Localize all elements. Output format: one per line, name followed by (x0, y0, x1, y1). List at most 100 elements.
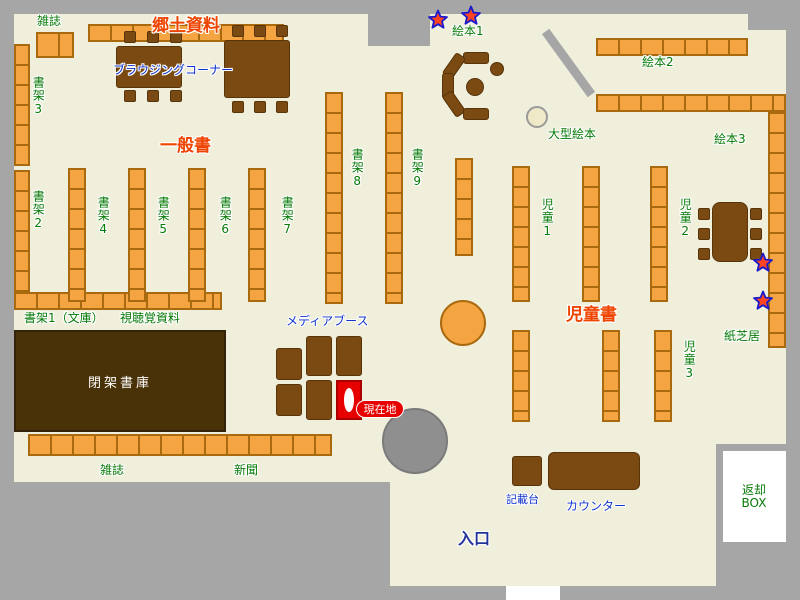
shelf-magazines-newspaper (28, 434, 332, 456)
shelf-picture-books-3 (596, 94, 786, 112)
return-box-wall-left (716, 450, 723, 542)
shelf-children-mid (582, 166, 600, 302)
browsing-corner-label: ブラウジングコーナー (113, 63, 234, 77)
storyteller-stool (466, 78, 484, 96)
chair (698, 248, 710, 260)
shelf-4 (68, 168, 86, 302)
return-box-room (722, 450, 786, 542)
return-box-wall-top (716, 444, 786, 451)
shelf-picture-books-2 (596, 38, 748, 56)
chair (276, 101, 288, 113)
shelf-children-2 (650, 166, 668, 302)
chair (698, 208, 710, 220)
chair (147, 90, 159, 102)
children-table (712, 202, 748, 262)
counter-label: カウンター (566, 499, 627, 513)
shelf6-label: 書架6 (218, 196, 233, 237)
picture-books3-label: 絵本3 (714, 132, 746, 146)
chair (254, 25, 266, 37)
stool (490, 62, 504, 76)
shelf-6 (188, 168, 206, 302)
media-booth-cell (336, 336, 362, 376)
shelf5-label: 書架5 (156, 196, 171, 237)
star-marker (752, 252, 774, 274)
children2-label: 児童2 (678, 198, 693, 239)
shelf-children-low-2 (602, 330, 620, 422)
star-marker (752, 290, 774, 312)
chair (232, 25, 244, 37)
shelf-9 (385, 92, 403, 304)
round-table (440, 300, 486, 346)
children3-label: 児童3 (682, 340, 697, 381)
closed-stacks: 閉架書庫 (14, 330, 226, 432)
wall-right (786, 0, 800, 600)
media-booth-cell (276, 348, 302, 380)
general-books-label: 一般書 (160, 136, 211, 156)
star-marker (460, 5, 482, 27)
picture-books2-label: 絵本2 (642, 55, 674, 69)
shelf-children-1 (512, 166, 530, 302)
chair (698, 228, 710, 240)
media-booth-label: メディアブース (286, 314, 369, 328)
shelf-magazines-top (36, 32, 74, 58)
wall-bottom-right-corner (716, 542, 800, 600)
current-location-badge: 現在地 (356, 400, 404, 418)
media-booth-cell (306, 380, 332, 420)
children1-label: 児童1 (540, 198, 555, 239)
star-marker (427, 9, 449, 31)
shelf-children-3 (654, 330, 672, 422)
counter-desk (548, 452, 640, 490)
shelf-8 (325, 92, 343, 304)
shelf-7 (248, 168, 266, 302)
return-box-line1: 返却 (741, 483, 766, 497)
magazines-top-label: 雑誌 (37, 14, 62, 28)
chair (147, 31, 159, 43)
chair (750, 208, 762, 220)
shelf4-label: 書架4 (96, 196, 111, 237)
chair (254, 101, 266, 113)
large-picture-books-label: 大型絵本 (548, 127, 597, 141)
newspaper-label: 新聞 (234, 463, 259, 477)
current-location-dot (344, 388, 354, 412)
chair (124, 90, 136, 102)
browsing-table-1 (116, 46, 182, 88)
picture-books1-label: 絵本1 (452, 24, 484, 38)
shelf3-label: 書架3 (31, 76, 46, 117)
bench-arc-segment (463, 108, 489, 120)
av-materials-label: 視聴覚資料 (120, 311, 181, 325)
bench-arc-segment (463, 52, 489, 64)
shelf-3 (14, 44, 30, 166)
large-picture-books-stand (526, 106, 548, 128)
return-box-line2: BOX (741, 496, 767, 511)
children-books-label: 児童書 (566, 305, 617, 325)
pillar (382, 408, 448, 474)
chair (276, 25, 288, 37)
outside-area-bottom-left (0, 482, 390, 600)
writing-desk-label: 記載台 (506, 493, 539, 506)
writing-desk (512, 456, 542, 486)
media-booth-cell (306, 336, 332, 376)
wall-top-center-block (368, 0, 430, 46)
chair (170, 90, 182, 102)
shelf-5 (128, 168, 146, 302)
wall-top-right-block (748, 0, 800, 30)
chair (232, 101, 244, 113)
shelf8-label: 書架8 (350, 148, 365, 189)
shelf9-label: 書架9 (410, 148, 425, 189)
shelf-2 (14, 170, 30, 304)
wall-left (0, 0, 14, 600)
shelf1-bunko-label: 書架1（文庫） (24, 311, 104, 325)
chair (170, 31, 182, 43)
closed-stacks-label: 閉架書庫 (87, 375, 152, 391)
shelf7-label: 書架7 (280, 196, 295, 237)
shelf-right-wall (768, 112, 786, 348)
current-location-label: 現在地 (363, 403, 397, 416)
chair (750, 228, 762, 240)
shelf2-label: 書架2 (31, 190, 46, 231)
entrance-label: 入口 (458, 529, 491, 548)
browsing-table-2 (224, 40, 290, 98)
magazines-bottom-label: 雑誌 (100, 463, 125, 477)
shelf-children-low-1 (512, 330, 530, 422)
local-materials-label: 郷土資料 (152, 16, 220, 36)
